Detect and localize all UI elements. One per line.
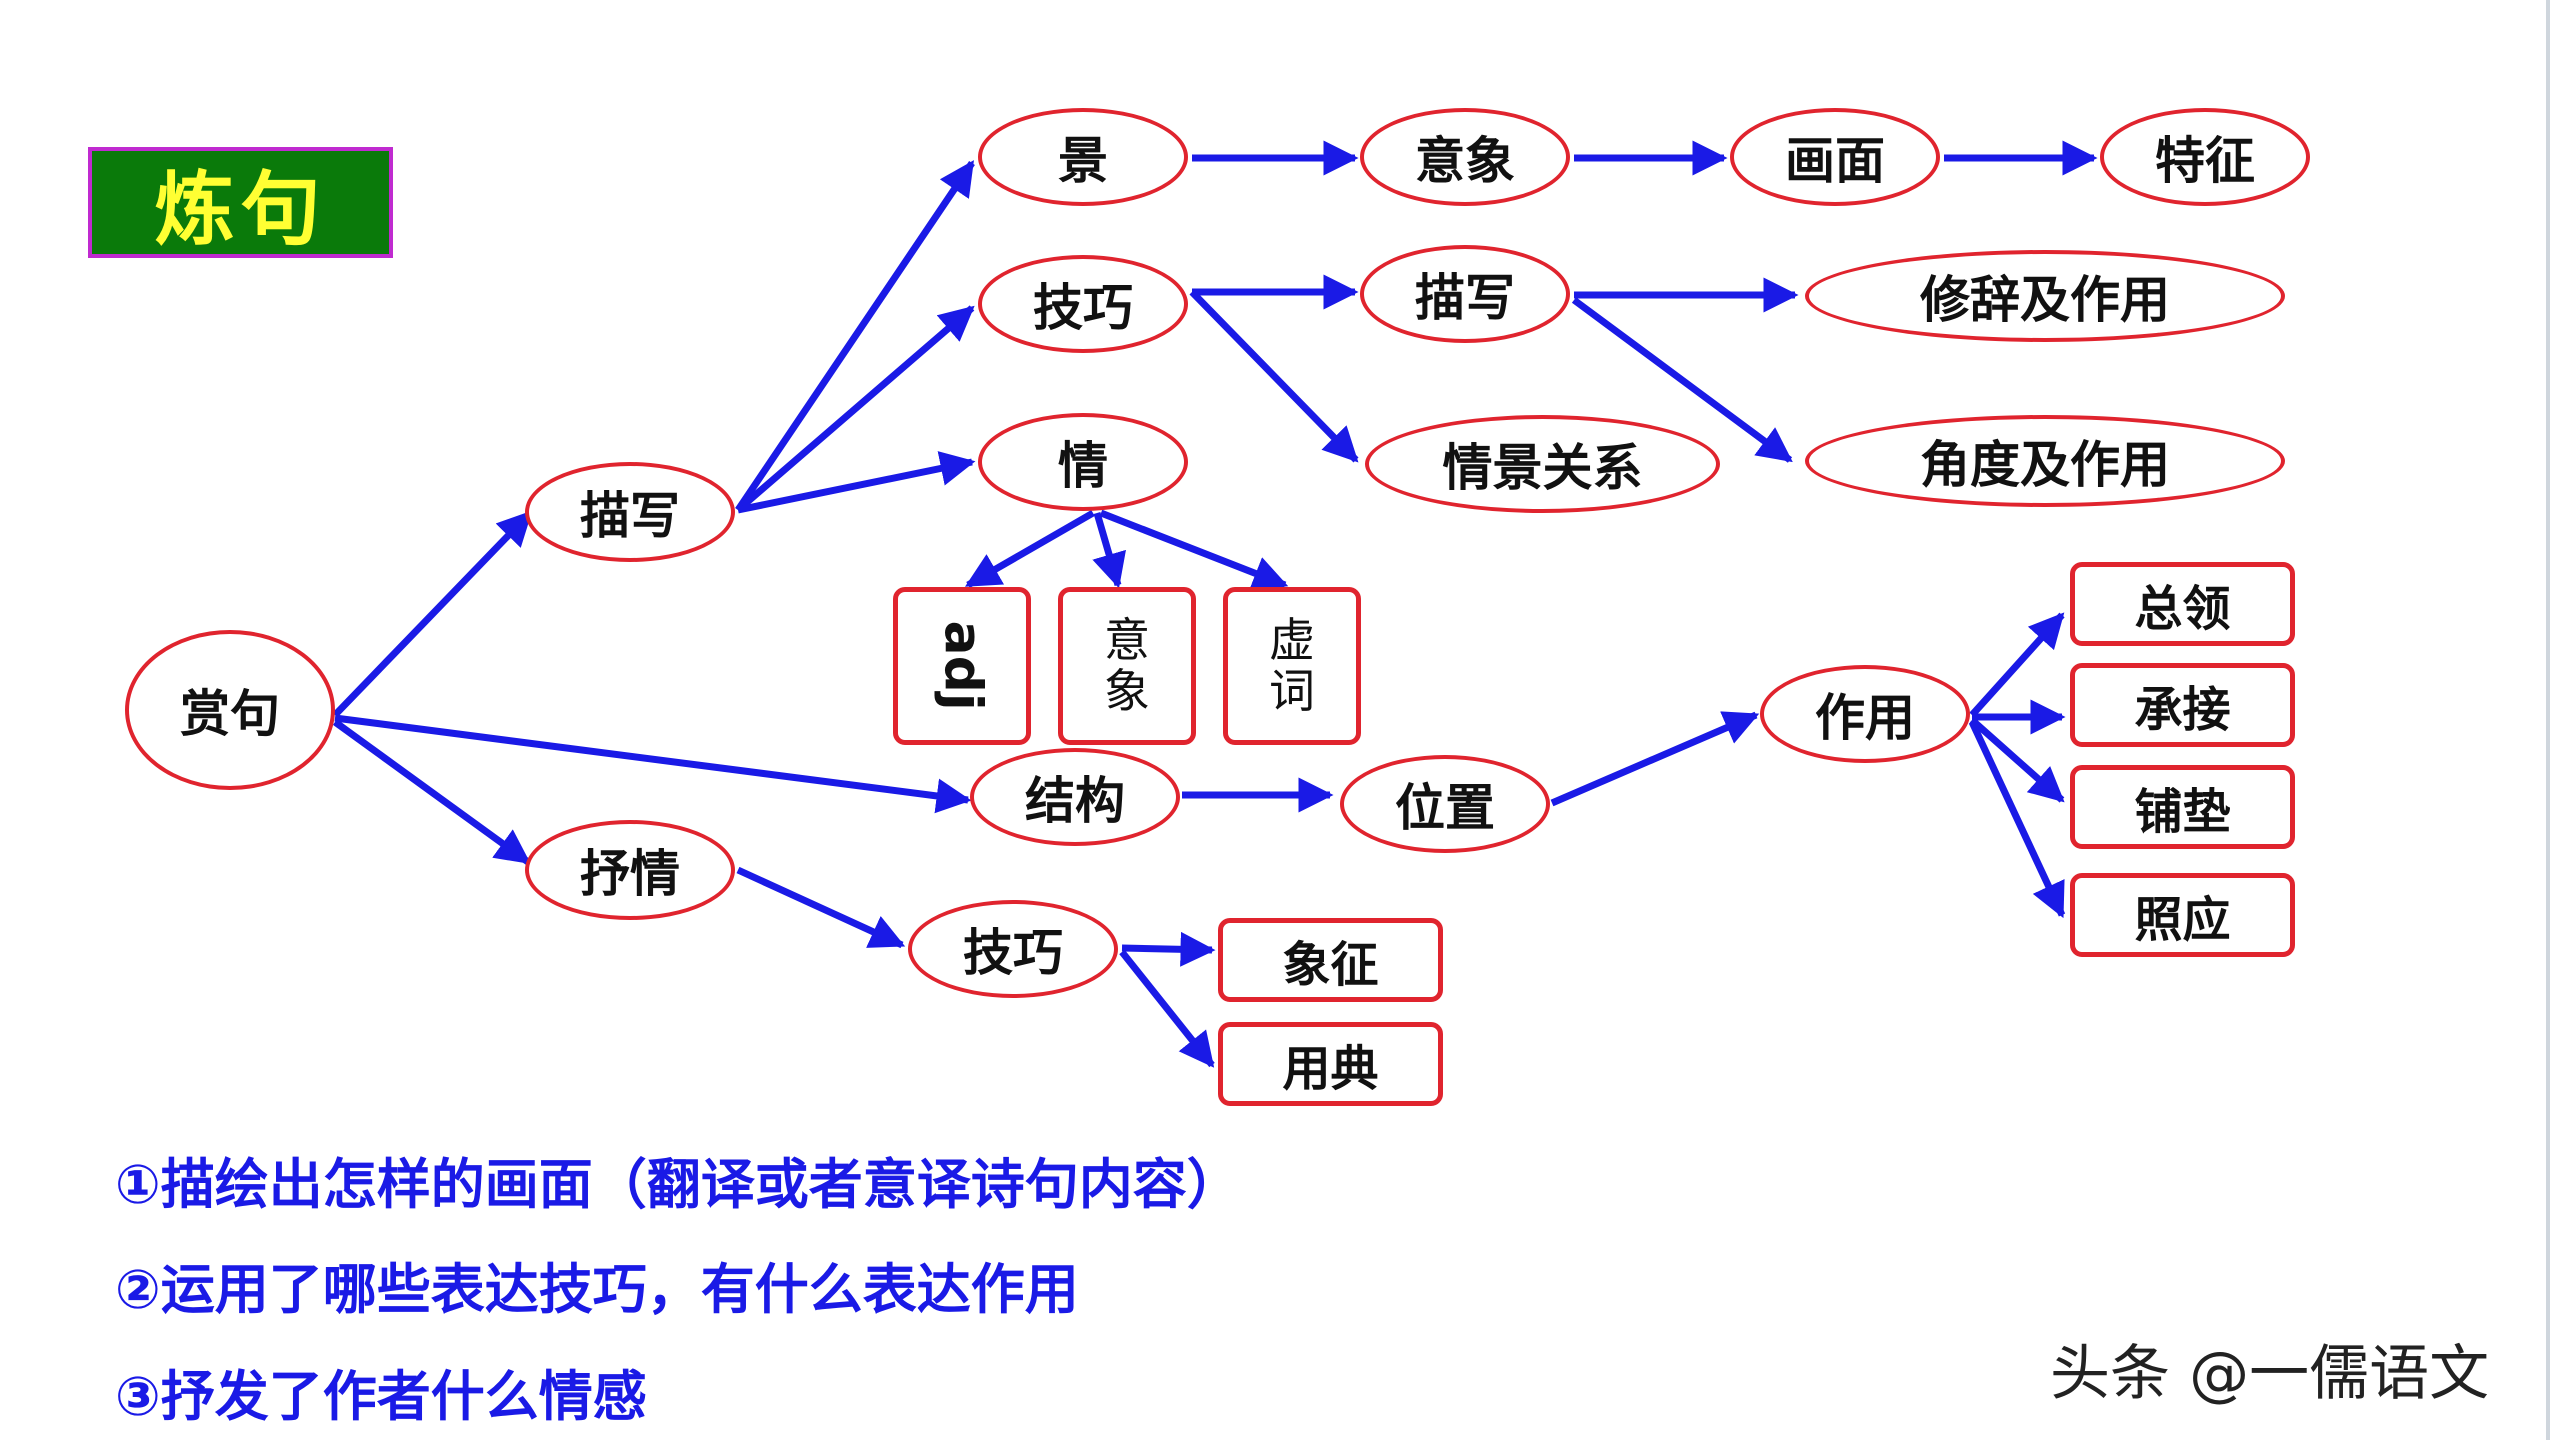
node-huamian: 画面 <box>1730 108 1940 206</box>
node-zhaoying: 照应 <box>2070 873 2295 957</box>
node-tezheng: 特征 <box>2100 108 2310 206</box>
node-xuci-vertical: 虚 词 <box>1223 587 1361 745</box>
node-jiaodu: 角度及作用 <box>1805 415 2285 507</box>
slide-border <box>2546 0 2550 1440</box>
node-miaoxie2: 描写 <box>1360 245 1570 343</box>
arrow-zuoyong-to-zongling <box>1969 612 2065 718</box>
node-xiangzheng: 象征 <box>1218 918 1443 1002</box>
adj-label: adj <box>932 620 993 712</box>
question-2: ②运用了哪些表达技巧，有什么表达作用 <box>115 1258 1079 1321</box>
node-zongling: 总领 <box>2070 562 2295 646</box>
node-yixiang: 意象 <box>1360 108 1570 206</box>
arrow-root-to-jiegou <box>334 714 972 814</box>
node-yixiang-vertical: 意 象 <box>1058 587 1196 745</box>
yixiang-char-1: 意 <box>1104 613 1150 668</box>
xuci-char-1: 虚 <box>1269 613 1315 668</box>
arrow-weizhi-to-zuoyong <box>1550 711 1760 807</box>
node-qingjing: 情景关系 <box>1365 415 1720 513</box>
arrow-qing-to-xuci-v <box>1099 509 1289 590</box>
node-root: 赏句 <box>125 630 335 790</box>
question-3: ③抒发了作者什么情感 <box>115 1365 647 1428</box>
arrow-miaoxie-to-jing <box>735 160 975 512</box>
node-shuqing: 抒情 <box>525 820 735 920</box>
yixiang-char-2: 象 <box>1104 664 1150 718</box>
arrow-root-to-shuqing <box>332 719 531 865</box>
arrow-zuoyong-to-pudian <box>1969 717 2065 803</box>
node-weizhi: 位置 <box>1340 755 1550 853</box>
node-jiegou: 结构 <box>970 748 1180 846</box>
node-zuoyong: 作用 <box>1760 665 1970 763</box>
node-chengjie: 承接 <box>2070 663 2295 747</box>
watermark: 头条 @一儒语文 <box>2050 1339 2490 1409</box>
arrow-jiqiao1-to-qingjing <box>1189 289 1359 463</box>
arrow-miaoxie-to-jiqiao1 <box>735 305 975 513</box>
arrow-shuqing-to-jiqiao2 <box>736 866 906 949</box>
arrow-jiqiao2-to-xiangzheng <box>1121 931 1216 967</box>
arrow-qing-to-adj <box>964 509 1095 589</box>
arrow-miaoxie-to-qing <box>737 451 976 514</box>
node-jiqiao1: 技巧 <box>978 255 1188 353</box>
arrow-qing-to-yixiang-v <box>1092 512 1126 589</box>
title-badge: 炼句 <box>88 147 393 258</box>
node-pudian: 铺垫 <box>2070 765 2295 849</box>
node-jing: 景 <box>978 108 1188 206</box>
arrow-jiqiao2-to-yongdian <box>1119 949 1215 1068</box>
arrow-miaoxie2-to-jiaodu <box>1571 297 1793 463</box>
node-qing: 情 <box>978 413 1188 511</box>
arrow-root-to-miaoxie <box>332 510 533 718</box>
node-jiqiao2: 技巧 <box>908 900 1118 998</box>
xuci-char-2: 词 <box>1269 664 1315 718</box>
node-miaoxie: 描写 <box>525 462 735 562</box>
arrow-zuoyong-to-zhaoying <box>1968 720 2066 919</box>
question-1: ①描绘出怎样的画面（翻译或者意译诗句内容） <box>115 1153 1241 1216</box>
node-adj: adj <box>893 587 1031 745</box>
node-yongdian: 用典 <box>1218 1022 1443 1106</box>
node-xiuci: 修辞及作用 <box>1805 250 2285 342</box>
